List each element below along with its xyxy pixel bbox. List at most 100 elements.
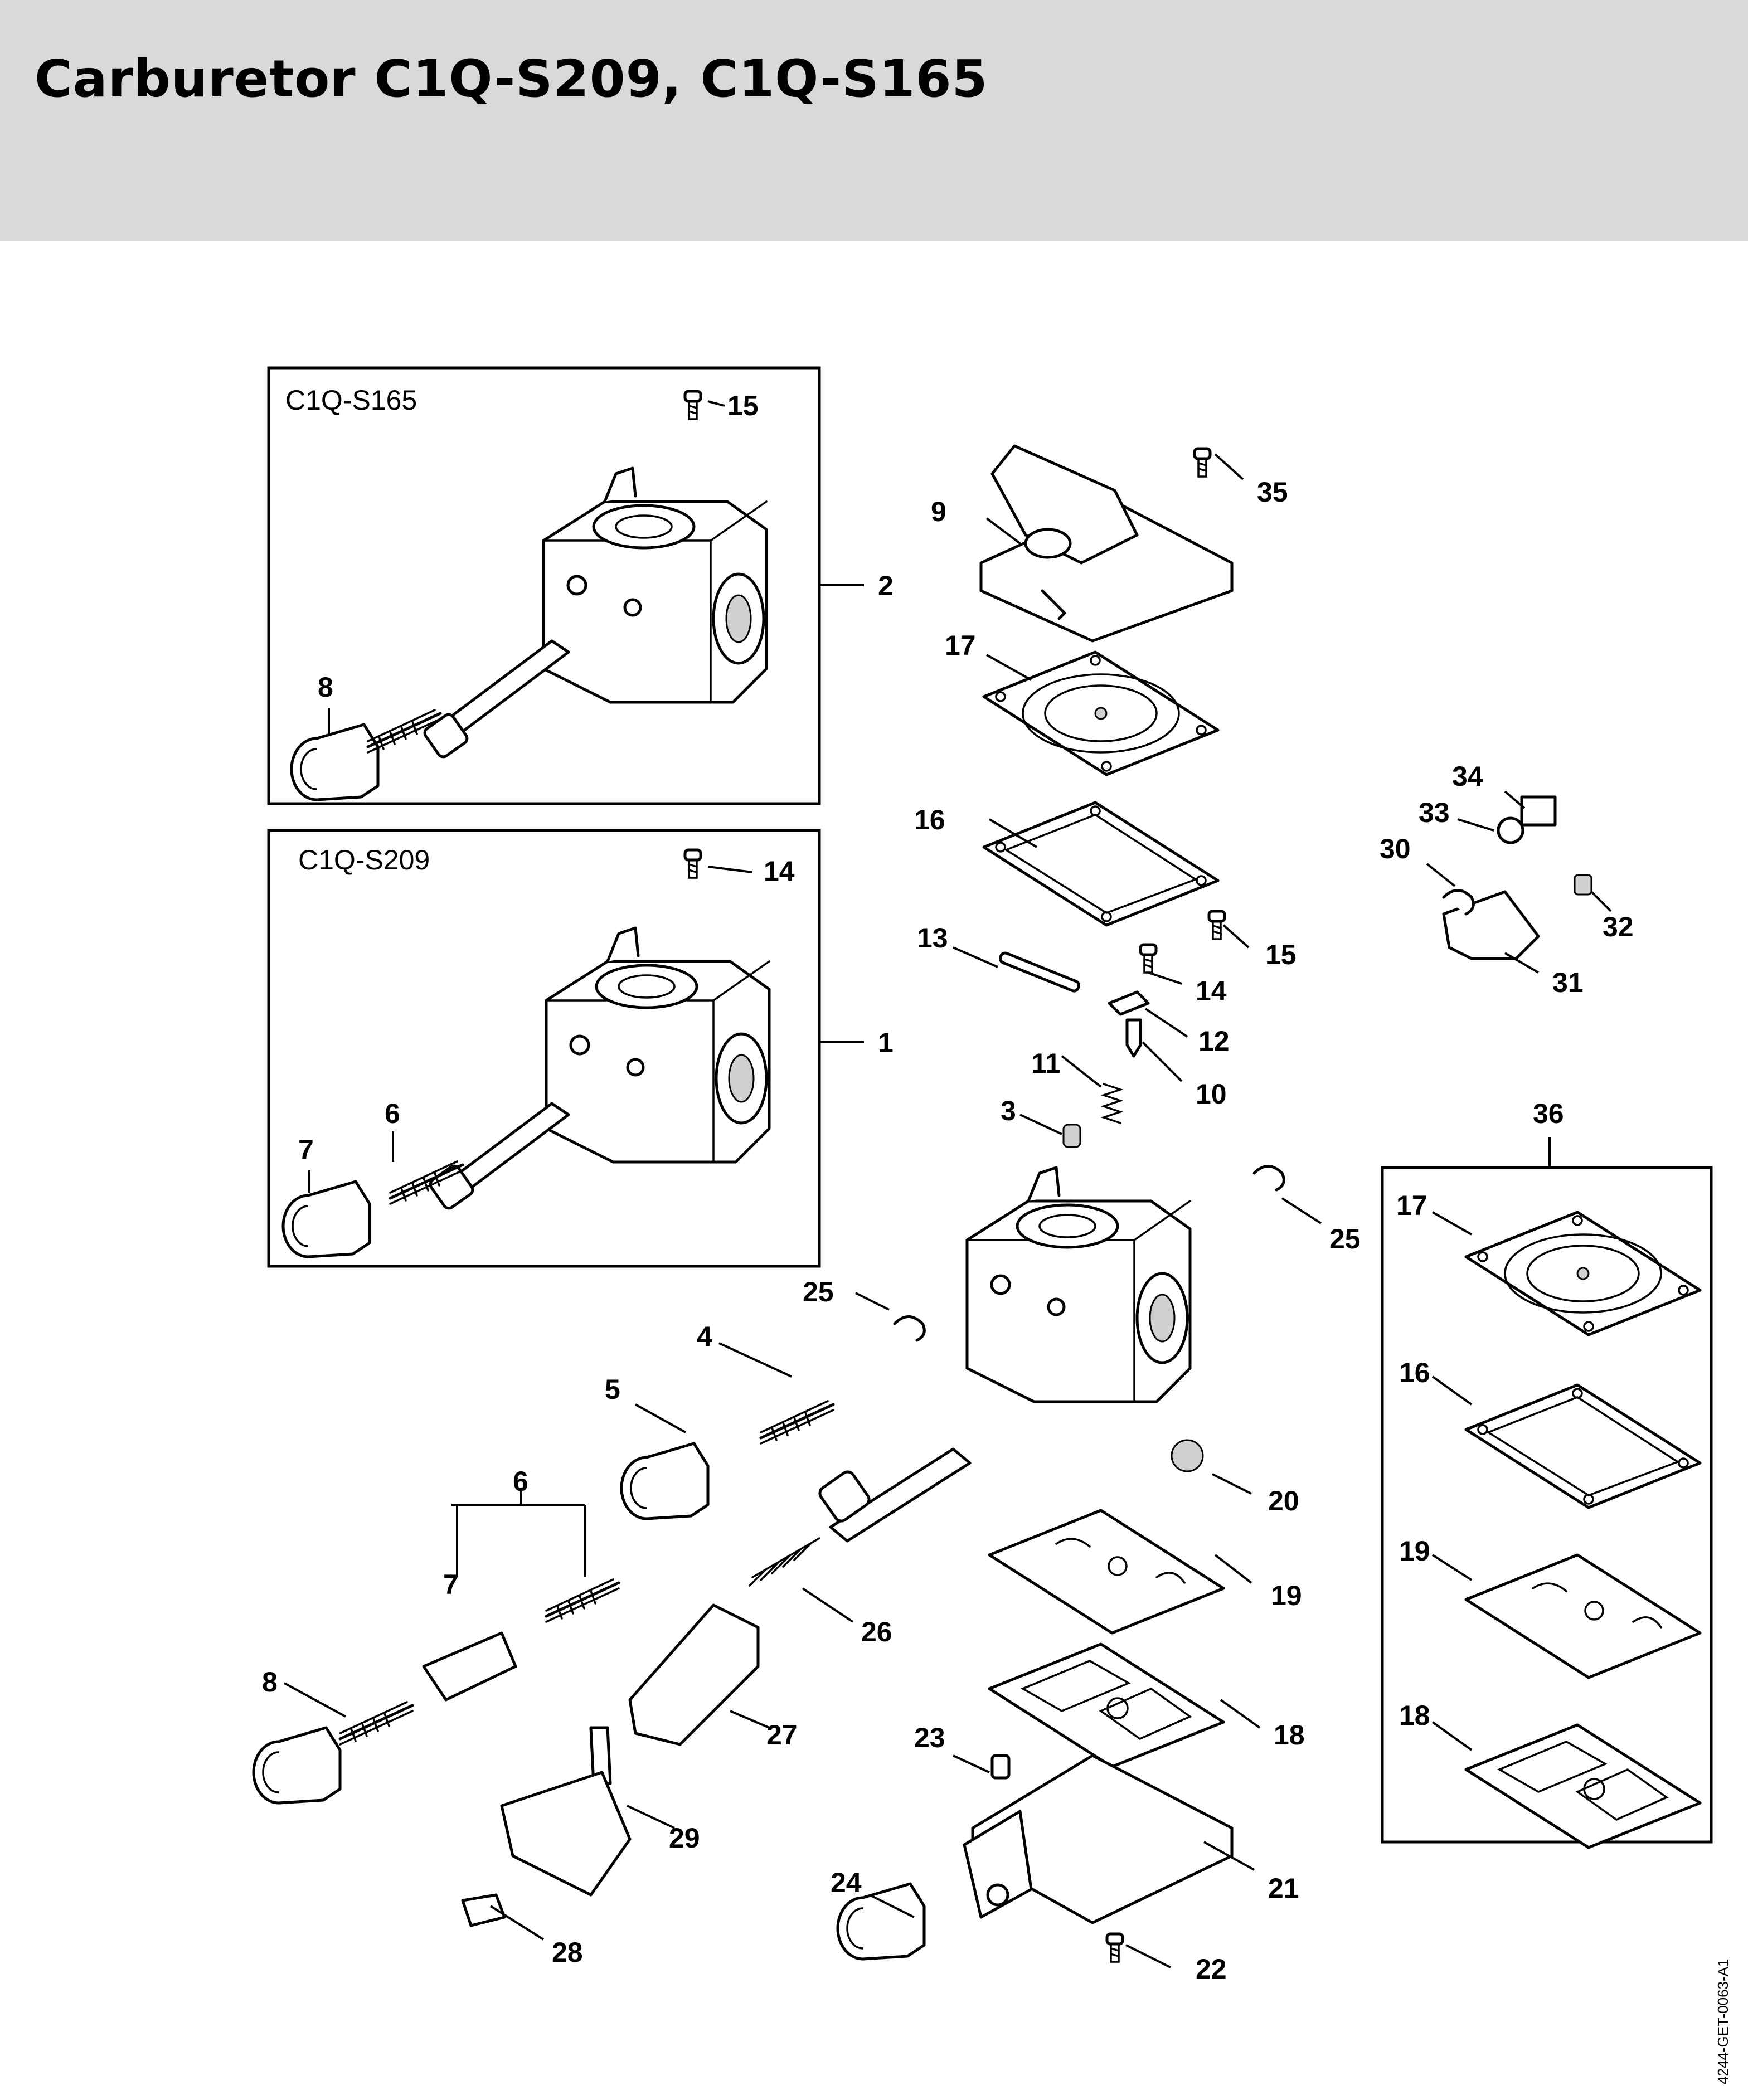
callout-30: 30 [1380,833,1411,864]
inset-label-s209: C1Q-S209 [298,844,430,876]
callout-8b: 8 [262,1666,278,1698]
callout-7a: 7 [298,1134,314,1165]
limiter-cap-icon [628,1603,760,1746]
callout-31: 31 [1552,967,1584,998]
kit-gasket-16 [1466,1385,1700,1508]
set-screw-icon [1574,874,1592,896]
callout-21: 21 [1268,1873,1299,1904]
callout-19a: 19 [1271,1580,1302,1611]
inlet-lever-icon [1108,990,1150,1016]
kit-diaphragm-17 [1466,1212,1700,1335]
callout-19b: 19 [1399,1535,1430,1567]
callout-12: 12 [1198,1025,1230,1057]
pump-cover-housing [990,444,1139,565]
pin-icon-23 [990,1754,1011,1780]
callout-25a: 25 [1329,1223,1361,1255]
spring-icon-26 [749,1542,812,1587]
main-exploded-view [254,444,1592,1962]
callout-25b: 25 [803,1276,834,1307]
screw-icon-s209 [685,850,701,878]
inlet-needle-icon [1125,1018,1142,1058]
main-shaft-end [818,1470,871,1523]
knob-8 [254,1728,340,1803]
callout-18a: 18 [1274,1719,1305,1751]
e-clip-icon-left [895,1317,924,1341]
bottom-screw-icon [1107,1934,1123,1962]
cover-port-icon [986,1883,1009,1907]
callout-35: 35 [1257,477,1288,508]
callout-16a: 16 [914,804,945,835]
screw-icon-15 [1209,911,1225,939]
kit-gasket-18 [1466,1725,1700,1848]
callout-13: 13 [917,922,948,954]
fuel-nipple [1041,589,1066,620]
inset-frame-s209 [267,829,821,1268]
callout-7b: 7 [443,1569,459,1600]
needle-6 [546,1579,619,1622]
main-needle [761,1401,833,1443]
metering-diaphragm [989,1510,1223,1633]
callout-6b: 6 [513,1466,528,1497]
callout-3: 3 [1001,1095,1016,1126]
callout-34: 34 [1452,761,1483,792]
callout-2: 2 [878,570,894,601]
screw-icon-14 [1140,945,1156,973]
main-knob-icon [621,1443,708,1519]
callout-27: 27 [766,1719,798,1751]
metering-gasket [989,1644,1223,1767]
callout-17b: 17 [1396,1190,1427,1221]
document-id: 4244-GET-0063-A1 [1715,1959,1731,2084]
leader-lines [284,400,1612,1968]
repair-kit-box [1381,1166,1713,1848]
callout-5: 5 [605,1374,620,1405]
strainer-icon [1171,1439,1204,1472]
pin-icon [999,951,1080,993]
fuel-inlet-icon [1024,528,1072,559]
kit-diaphragm-19 [1466,1555,1700,1678]
callout-numbers: 2 1 15 14 8 6 7 9 35 17 16 13 14 15 12 1… [262,390,1634,1985]
inset-label-s165: C1Q-S165 [285,385,417,416]
callout-14a: 14 [764,855,795,887]
pump-gasket [984,803,1218,925]
callout-15b: 15 [1265,939,1297,970]
sleeve-7 [422,1631,517,1702]
inset-c1q-s165: C1Q-S165 [267,366,821,805]
main-carburetor-body [967,1168,1190,1402]
callout-23: 23 [914,1722,945,1753]
callout-26: 26 [861,1616,892,1647]
callout-11: 11 [1031,1048,1061,1079]
callout-6a: 6 [385,1098,400,1129]
kit-frame [1381,1166,1713,1844]
washer-icon [1497,816,1524,844]
callout-28: 28 [552,1937,583,1968]
callout-1: 1 [878,1027,894,1058]
callout-17a: 17 [945,630,976,661]
callout-8a: 8 [318,672,333,703]
callout-9: 9 [931,496,946,527]
fillister-screw-icon [461,1893,506,1927]
callout-29: 29 [669,1822,700,1854]
callout-4: 4 [697,1321,712,1352]
callout-14b: 14 [1196,975,1227,1007]
carburetor-assembly-s209 [546,928,769,1162]
callout-24: 24 [831,1867,862,1898]
choke-lever-icon [500,1771,632,1897]
callout-16b: 16 [1399,1357,1430,1388]
e-clip-icon-right [1254,1166,1284,1190]
pump-diaphragm [984,652,1218,775]
callout-32: 32 [1603,911,1634,942]
nut-icon [1520,795,1557,827]
adjust-knob-icon-s165 [292,725,378,800]
callout-15a: 15 [727,390,759,421]
callout-22: 22 [1196,1953,1227,1985]
spring-icon-11 [1100,1083,1124,1124]
lever-shaft [589,1726,612,1785]
callout-18b: 18 [1399,1700,1430,1731]
metering-cover-boss [963,1810,1033,1919]
throttle-shaft-s165 [439,639,570,737]
inset-c1q-s209: C1Q-S209 [267,829,821,1268]
page-title: Carburetor C1Q-S209, C1Q-S165 [35,49,988,109]
callout-36: 36 [1533,1098,1564,1129]
callout-20: 20 [1268,1485,1299,1516]
needle-8 [340,1702,412,1744]
